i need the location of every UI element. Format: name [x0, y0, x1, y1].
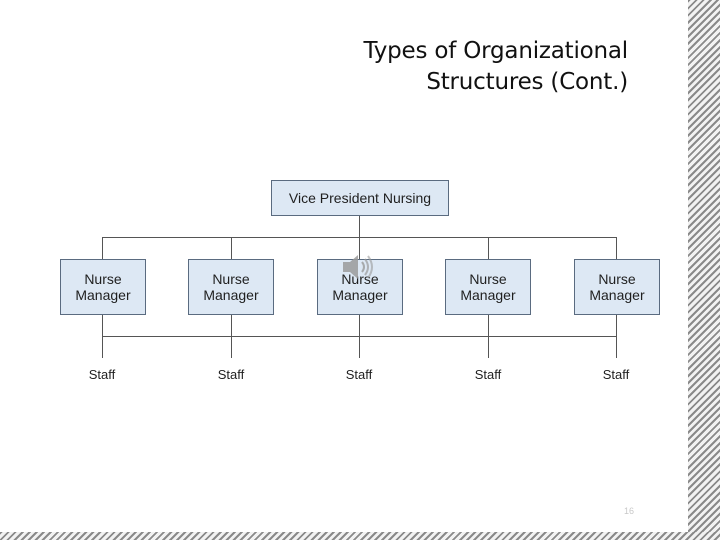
nurse-manager-label: Manager — [589, 287, 645, 303]
connector-manager-3 — [359, 237, 360, 259]
nurse-manager-box: Nurse Manager — [574, 259, 660, 315]
nurse-manager-label: Nurse — [598, 271, 636, 287]
nurse-manager-label: Nurse — [469, 271, 507, 287]
connector-vp-down — [359, 216, 360, 237]
staff-label: Staff — [345, 367, 373, 382]
nurse-manager-label: Manager — [332, 287, 388, 303]
staff-label: Staff — [217, 367, 245, 382]
connector-manager-1 — [102, 237, 103, 259]
vp-nursing-label: Vice President Nursing — [288, 190, 432, 206]
slide-number: 16 — [624, 506, 635, 516]
connector-staff-5 — [616, 315, 617, 358]
title-line-2: Structures (Cont.) — [426, 69, 628, 95]
connector-staff-bus — [102, 336, 616, 337]
nurse-manager-label: Manager — [75, 287, 131, 303]
nurse-manager-label: Nurse — [212, 271, 250, 287]
nurse-manager-box: Nurse Manager — [60, 259, 146, 315]
nurse-manager-box: Nurse Manager — [445, 259, 531, 315]
staff-label: Staff — [88, 367, 116, 382]
nurse-manager-label: Nurse — [84, 271, 122, 287]
connector-manager-4 — [488, 237, 489, 259]
connector-manager-2 — [231, 237, 232, 259]
slide-title: Types of Organizational Structures (Cont… — [268, 36, 628, 98]
decorative-hatched-border-bottom — [0, 532, 720, 540]
vp-nursing-box: Vice President Nursing — [271, 180, 449, 216]
speaker-icon[interactable] — [340, 252, 380, 282]
connector-manager-5 — [616, 237, 617, 259]
title-line-1: Types of Organizational — [363, 38, 628, 64]
decorative-hatched-border-right — [688, 0, 720, 540]
staff-label: Staff — [602, 367, 630, 382]
nurse-manager-label: Manager — [203, 287, 259, 303]
nurse-manager-box: Nurse Manager — [188, 259, 274, 315]
nurse-manager-box: Nurse Manager — [317, 259, 403, 315]
staff-label: Staff — [474, 367, 502, 382]
nurse-manager-label: Manager — [460, 287, 516, 303]
